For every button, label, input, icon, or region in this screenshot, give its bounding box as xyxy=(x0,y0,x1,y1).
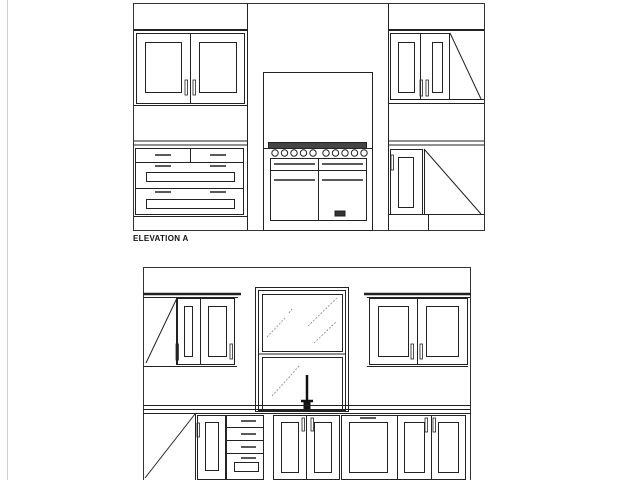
range-cooker xyxy=(263,72,373,231)
elevation-a-label: ELEVATION A xyxy=(133,234,189,243)
left-wall-cabinet xyxy=(134,29,247,106)
mixer-tap xyxy=(301,375,313,411)
scan-margin-line xyxy=(7,0,8,480)
right-wall-cabinet-b xyxy=(364,292,471,367)
left-base-drawer-unit xyxy=(134,140,247,217)
elevation-a xyxy=(133,3,485,231)
right-wall-cabinet xyxy=(389,29,484,104)
elevation-b xyxy=(143,267,471,480)
window xyxy=(255,287,349,412)
base-units-b xyxy=(144,413,466,480)
left-wall-cabinet-b xyxy=(143,292,241,367)
right-base-unit xyxy=(389,140,484,230)
